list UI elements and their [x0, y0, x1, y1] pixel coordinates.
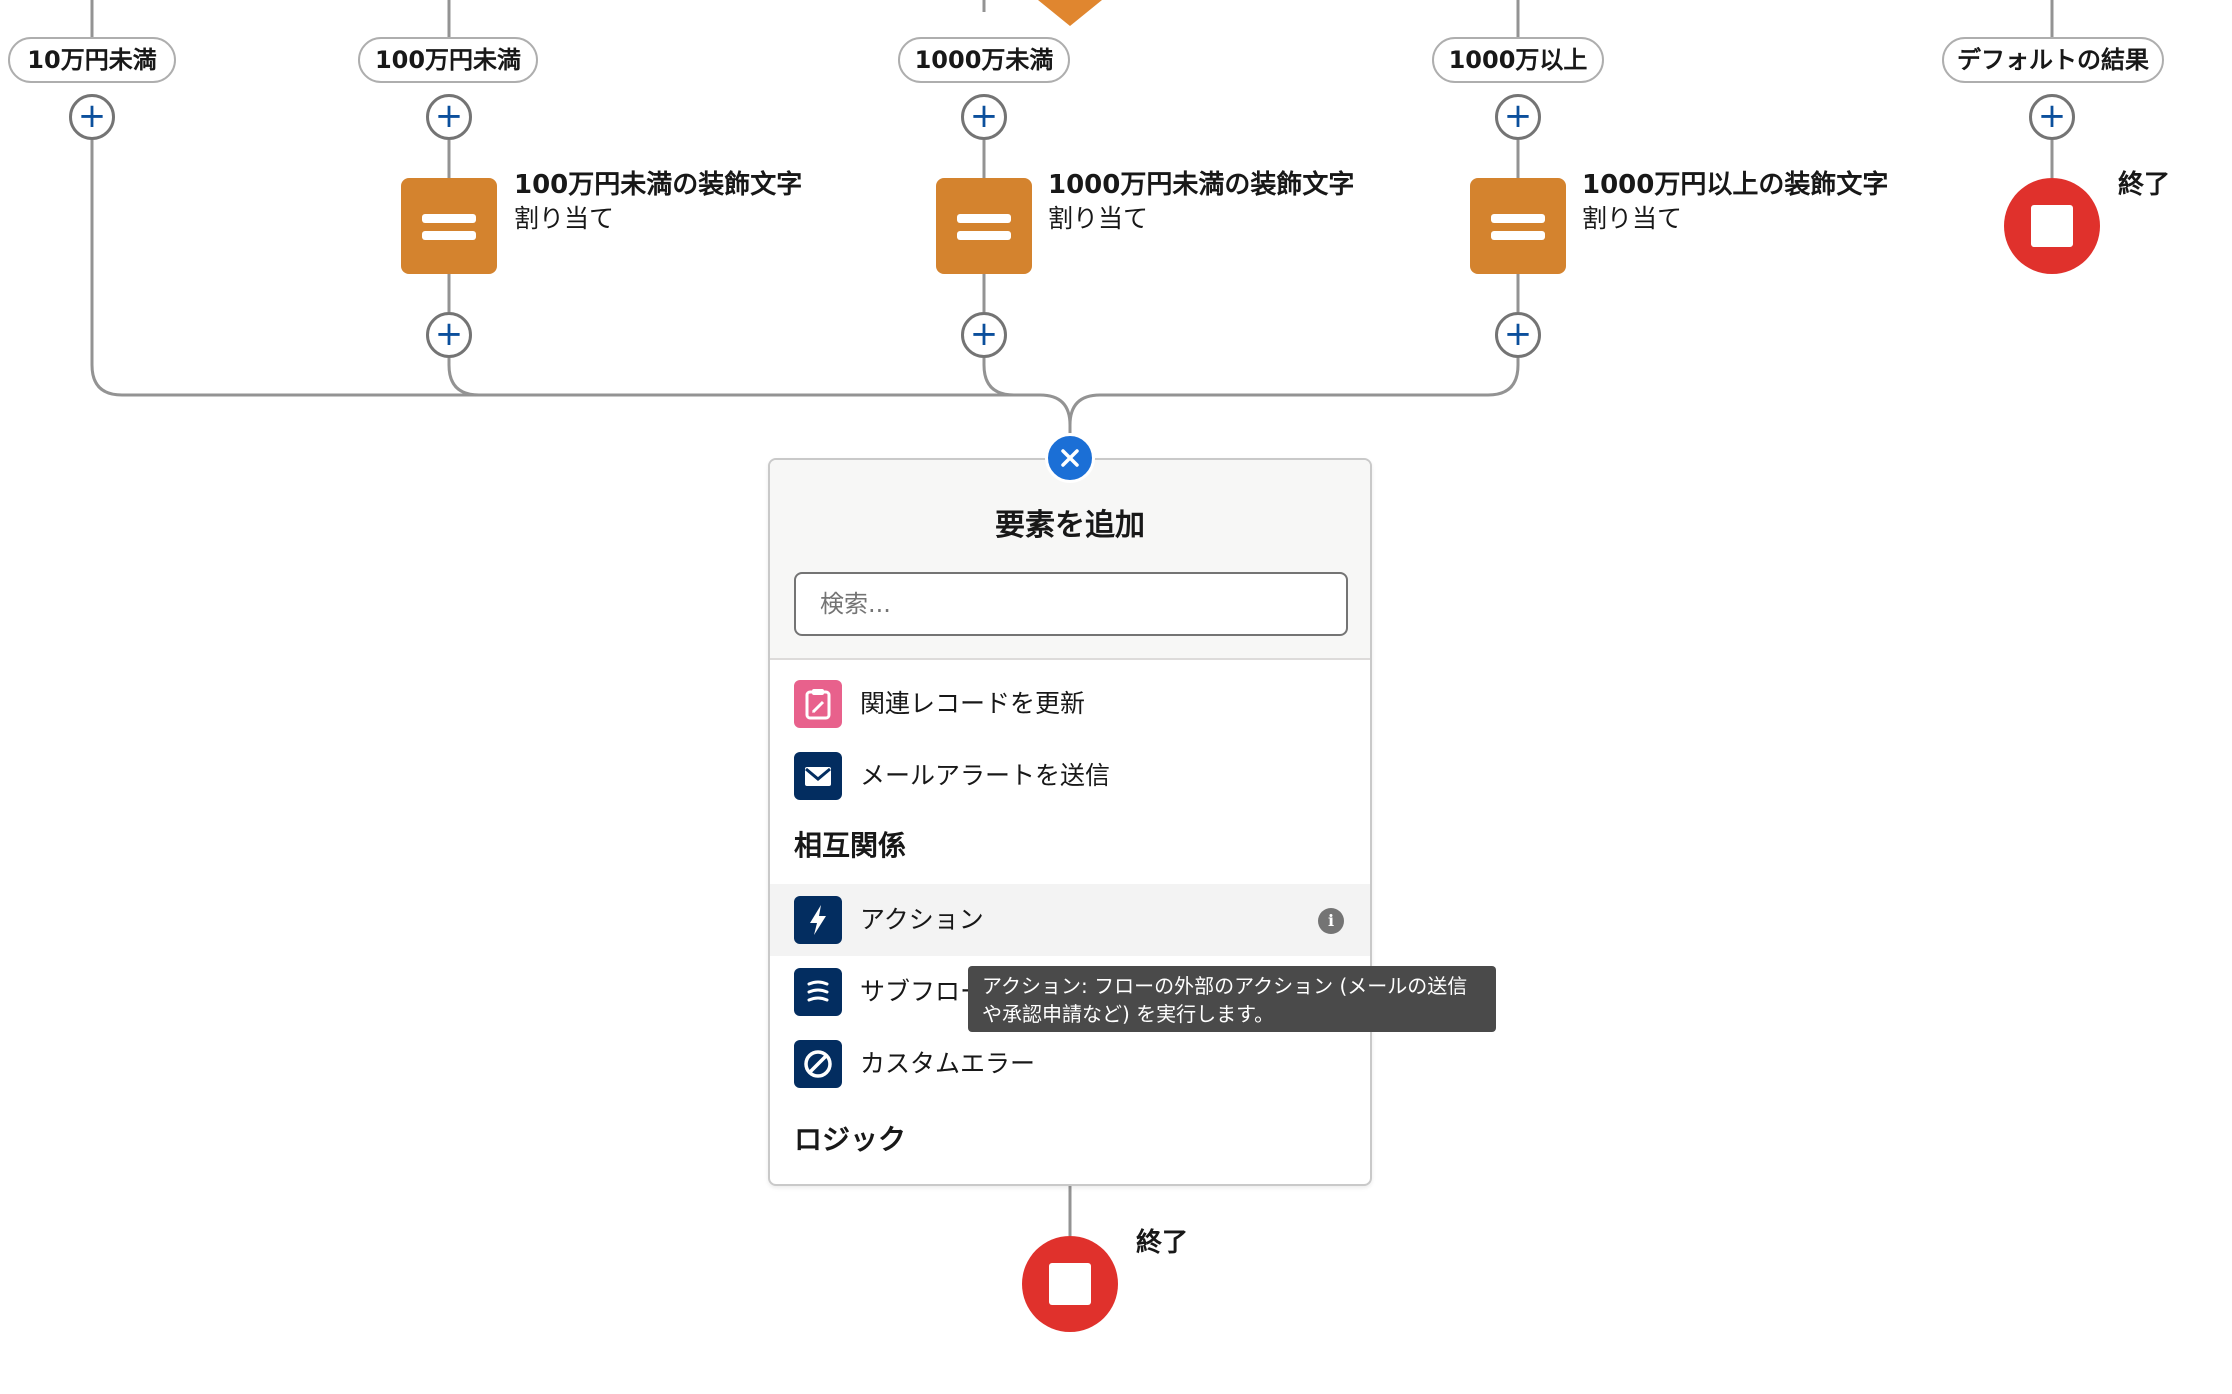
menu-item-subflow[interactable]: サブフロー [770, 956, 1370, 1028]
assignment-node-type: 割り当て [514, 204, 615, 233]
section-heading-logic: ロジック [794, 1123, 907, 1156]
info-icon[interactable]: i [1318, 908, 1344, 934]
close-panel-button[interactable] [1045, 433, 1095, 483]
action-bolt-icon [794, 896, 842, 944]
action-tooltip: アクション: フローの外部のアクション (メールの送信 や承認申請など) を実行… [968, 966, 1496, 1032]
assignment-node-type: 割り当て [1048, 204, 1149, 233]
add-element-button[interactable]: + [1495, 94, 1541, 140]
panel-header: 要素を追加 [770, 460, 1370, 660]
add-element-panel: 要素を追加 関連レコードを更新 メールアラートを送信 [768, 458, 1372, 1186]
subflow-icon [794, 968, 842, 1016]
branch-label-under-10m: 1000万未満 [898, 37, 1070, 83]
email-alert-icon [794, 752, 842, 800]
menu-item-label: メールアラートを送信 [860, 761, 1111, 790]
end-node-label: 終了 [1136, 1228, 1189, 1258]
menu-item-custom-error[interactable]: カスタムエラー [770, 1028, 1370, 1100]
add-element-button[interactable]: + [426, 94, 472, 140]
assignment-node-icon[interactable] [936, 178, 1032, 274]
assignment-node-title[interactable]: 100万円未満の装飾文字 [514, 170, 803, 200]
end-node-icon[interactable] [1022, 1236, 1118, 1332]
update-record-icon [794, 680, 842, 728]
section-heading-interaction: 相互関係 [794, 829, 907, 862]
decision-node-tip [1038, 0, 1102, 26]
menu-item-send-email-alert[interactable]: メールアラートを送信 [770, 740, 1370, 812]
tooltip-line: や承認申請など) を実行します。 [982, 1002, 1275, 1026]
menu-item-label: サブフロー [860, 977, 986, 1006]
search-input[interactable] [794, 572, 1348, 636]
assignment-node-icon[interactable] [401, 178, 497, 274]
menu-item-label: 関連レコードを更新 [860, 689, 1086, 718]
menu-item-update-records[interactable]: 関連レコードを更新 [770, 668, 1370, 740]
menu-item-label: アクション [860, 905, 984, 934]
add-element-button[interactable]: + [1495, 312, 1541, 358]
assignment-node-title[interactable]: 1000万円未満の装飾文字 [1048, 170, 1355, 200]
close-icon [1061, 449, 1079, 467]
menu-item-action[interactable]: アクション i [770, 884, 1370, 956]
tooltip-line: アクション: フローの外部のアクション (メールの送信 [982, 974, 1468, 998]
menu-item-label: カスタムエラー [860, 1049, 1036, 1078]
assignment-node-type: 割り当て [1582, 204, 1683, 233]
custom-error-icon [794, 1040, 842, 1088]
add-element-button[interactable]: + [69, 94, 115, 140]
add-element-button[interactable]: + [961, 312, 1007, 358]
end-node-icon[interactable] [2004, 178, 2100, 274]
panel-title: 要素を追加 [995, 508, 1145, 543]
assignment-node-title[interactable]: 1000万円以上の装飾文字 [1582, 170, 1889, 200]
branch-label-over-10m: 1000万以上 [1432, 37, 1604, 83]
branch-label-under-100k: 10万円未満 [8, 37, 176, 83]
add-element-button[interactable]: + [961, 94, 1007, 140]
end-node-label: 終了 [2118, 170, 2171, 200]
branch-label-under-1m: 100万円未満 [358, 37, 538, 83]
add-element-button[interactable]: + [2029, 94, 2075, 140]
assignment-node-icon[interactable] [1470, 178, 1566, 274]
branch-label-default: デフォルトの結果 [1942, 37, 2164, 83]
add-element-button[interactable]: + [426, 312, 472, 358]
